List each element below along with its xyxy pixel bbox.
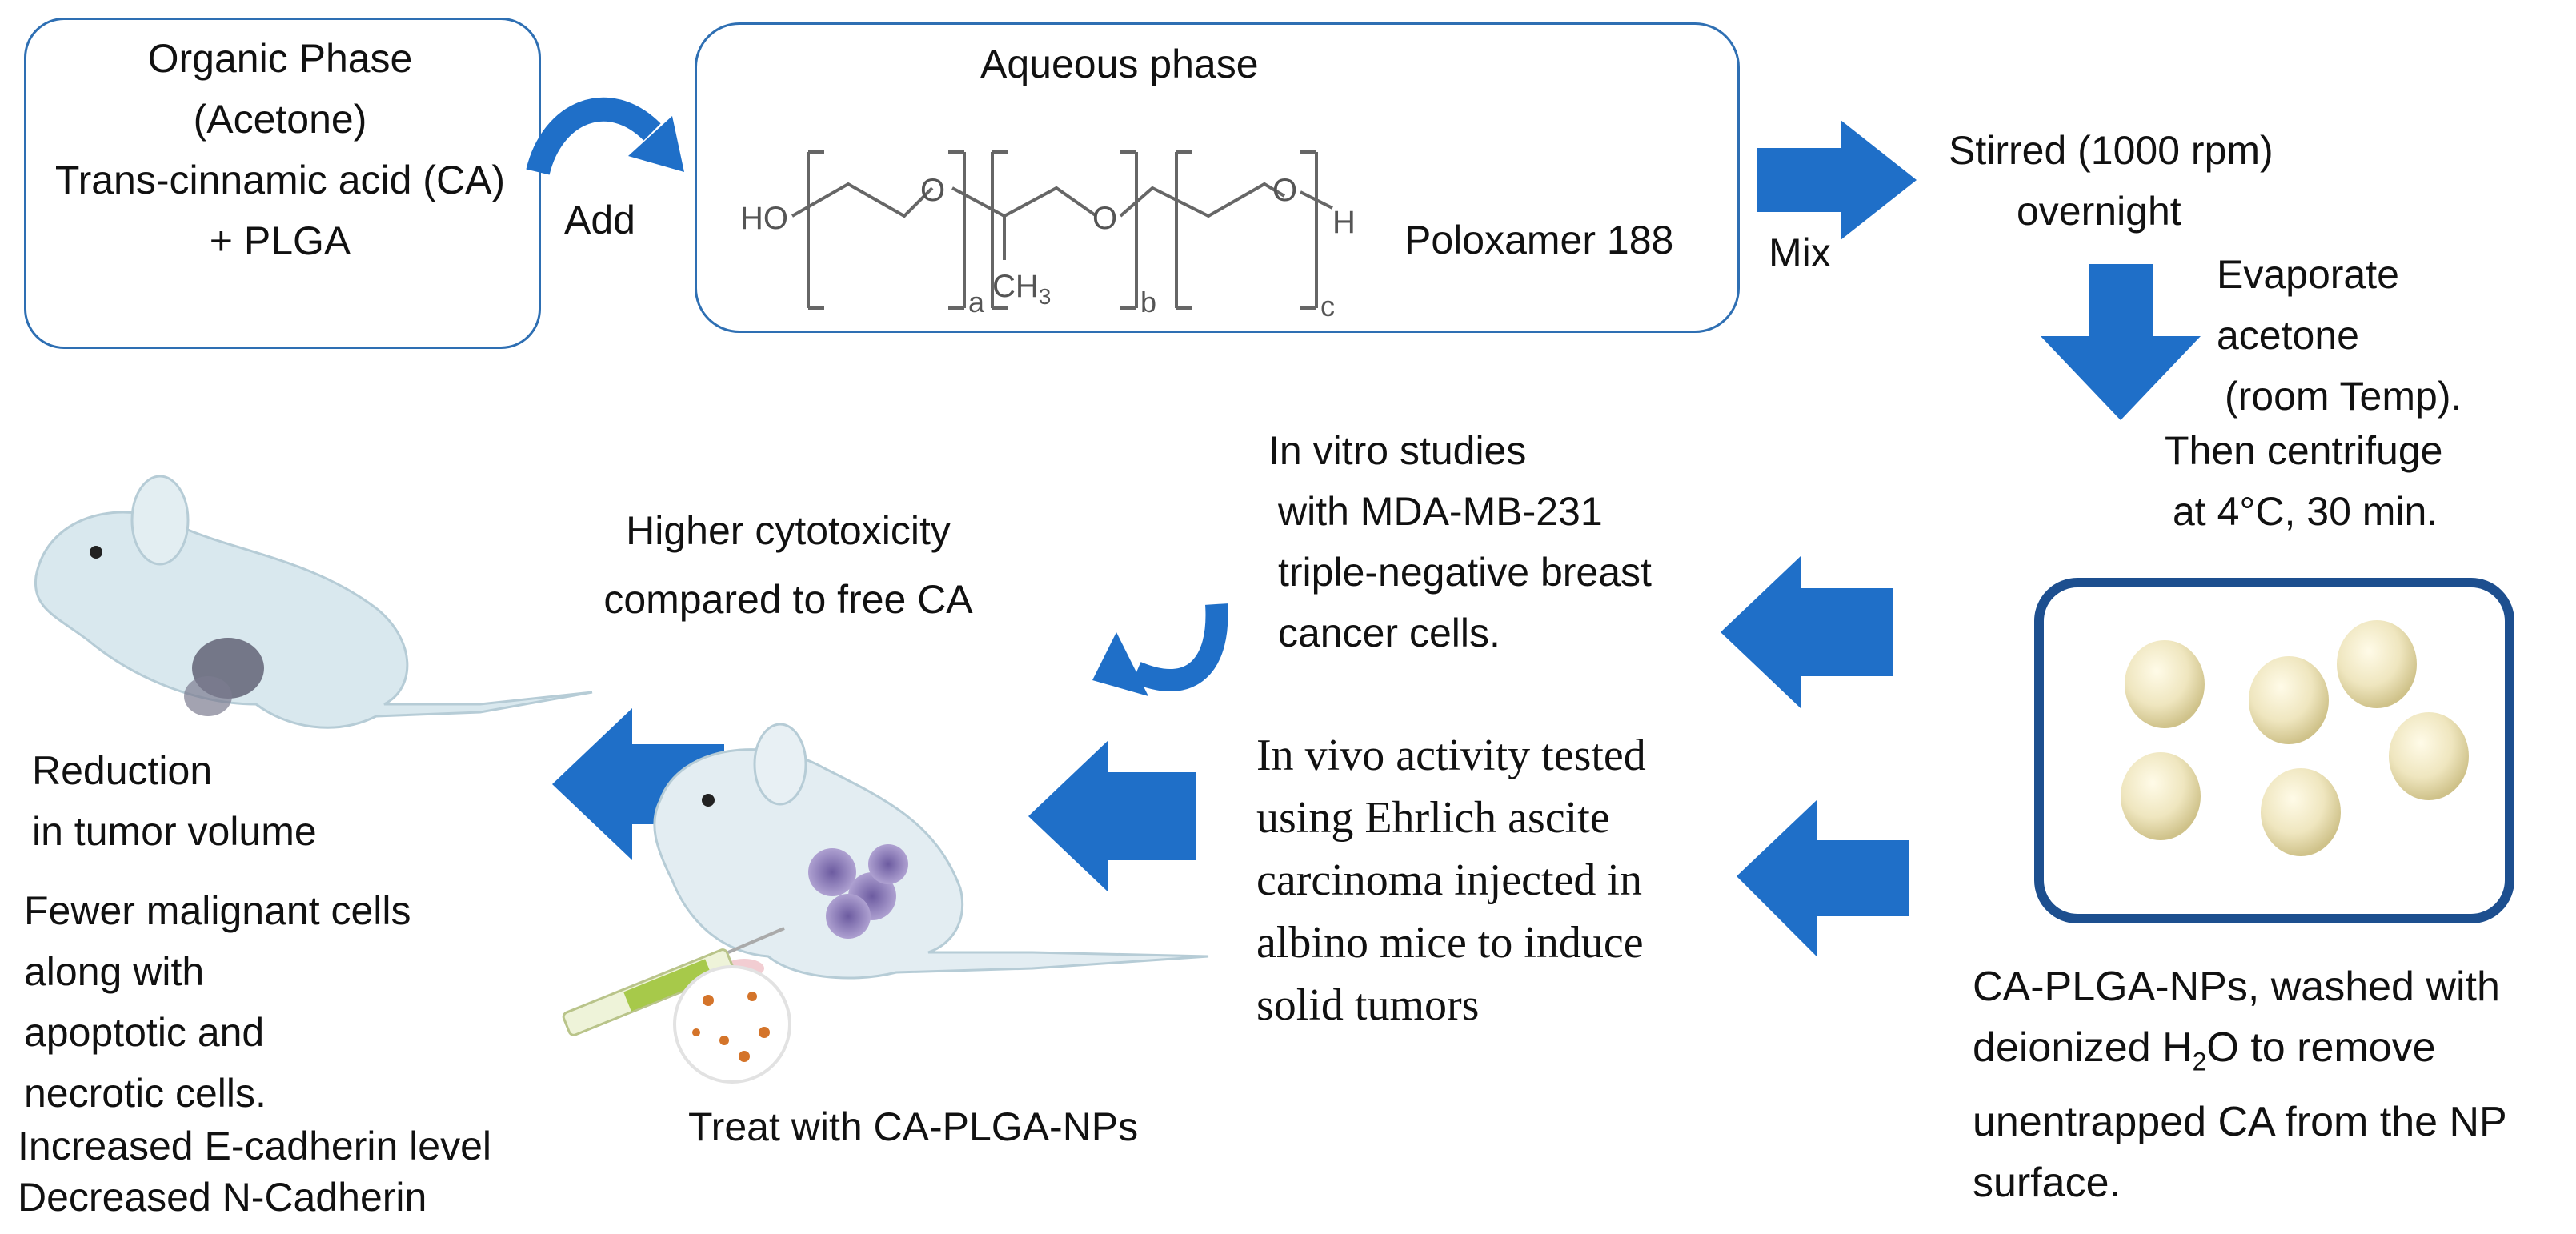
mouse-treated-icon bbox=[653, 723, 1209, 980]
organic-phase-label: Organic Phase (Acetone) Trans-cinnamic a… bbox=[54, 36, 506, 263]
mouse-icon bbox=[34, 475, 593, 729]
chem-sub-b: b bbox=[1140, 286, 1157, 319]
chem-o1: O bbox=[920, 173, 946, 208]
evaporate-label: Evaporate acetone (room Temp). bbox=[2217, 252, 2462, 419]
left-arrow-invitro-icon bbox=[1721, 556, 1893, 708]
chem-ch3: CH3 bbox=[992, 269, 1052, 309]
chem-o2: O bbox=[1092, 201, 1118, 236]
outcome-cadherin-label: Increased E-cadherin level Decreased N-C… bbox=[18, 1124, 491, 1220]
treat-label: Treat with CA-PLGA-NPs bbox=[688, 1104, 1139, 1149]
aqueous-phase-box bbox=[695, 22, 1740, 333]
mix-arrow-icon bbox=[1757, 120, 1917, 240]
chem-sub-a: a bbox=[968, 286, 985, 319]
organic-phase-box bbox=[24, 18, 541, 349]
centrifuge-label: Then centrifuge at 4°C, 30 min. bbox=[2165, 428, 2443, 534]
higher-cytotoxicity-label: Higher cytotoxicity compared to free CA bbox=[603, 508, 973, 622]
stirred-label: Stirred (1000 rpm) overnight bbox=[1949, 128, 2274, 234]
chem-h: H bbox=[1332, 205, 1356, 240]
poloxamer-label: Poloxamer 188 bbox=[1404, 218, 1674, 262]
outcome-reduction-label: Reduction in tumor volume bbox=[32, 748, 317, 854]
chem-ho: HO bbox=[740, 201, 788, 236]
curved-arrow-small-icon bbox=[1092, 603, 1228, 696]
down-arrow-icon bbox=[2041, 264, 2201, 420]
washed-label: CA-PLGA-NPs, washed with deionized H2O t… bbox=[1973, 964, 2507, 1207]
in-vivo-label: In vivo activity tested using Ehrlich as… bbox=[1256, 731, 1646, 1030]
petri-dish-icon bbox=[673, 965, 791, 1084]
nanoparticle-icon bbox=[2034, 578, 2514, 923]
in-vitro-label: In vitro studies with MDA-MB-231 triple-… bbox=[1268, 428, 1652, 655]
poloxamer-structure bbox=[791, 150, 1333, 310]
chem-o3: O bbox=[1272, 173, 1298, 208]
left-arrow-invivo-icon bbox=[1737, 800, 1909, 956]
chem-sub-c: c bbox=[1320, 290, 1335, 323]
curved-arrow-icon bbox=[526, 97, 684, 176]
left-arrow-treat-icon bbox=[1028, 740, 1196, 892]
mix-label: Mix bbox=[1769, 230, 1831, 275]
add-label: Add bbox=[564, 198, 635, 242]
outcome-cells-label: Fewer malignant cells along with apoptot… bbox=[24, 888, 411, 1116]
syringe-icon bbox=[562, 927, 785, 1036]
aqueous-phase-title: Aqueous phase bbox=[980, 42, 1259, 86]
